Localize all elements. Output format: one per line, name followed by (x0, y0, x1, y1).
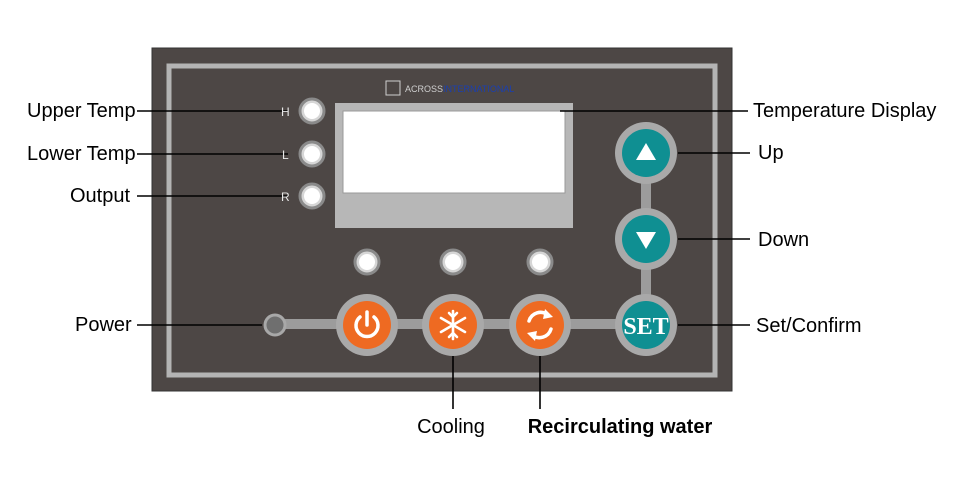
recirculate-button-face[interactable] (516, 301, 564, 349)
lower-temp-label: Lower Temp (27, 143, 136, 165)
status-led-1-glow (359, 254, 375, 270)
indicator-output: R (281, 182, 326, 210)
temperature-display-screen (342, 110, 566, 194)
upper-temp-led-glow (304, 103, 320, 119)
set-button-label: SET (623, 314, 668, 340)
recirculate-arrow-1 (543, 309, 553, 319)
indicator-letter-l: L (282, 148, 289, 162)
status-led-2-glow (445, 254, 461, 270)
cooling-label: Cooling (417, 416, 485, 438)
indicator-upper-temp: H (281, 97, 326, 125)
upper-temp-label: Upper Temp (27, 100, 136, 122)
output-led-glow (304, 188, 320, 204)
power-icon (354, 310, 380, 339)
output-label: Output (70, 185, 130, 207)
brand-part1: ACROSS (405, 84, 443, 94)
recirculate-arrow-2 (527, 331, 537, 341)
panel-inner-border (166, 63, 718, 378)
power-button[interactable] (336, 294, 398, 356)
indicator-lower-temp: L (282, 140, 326, 168)
down-button[interactable] (615, 208, 677, 270)
status-leds (353, 248, 554, 276)
cooling-button[interactable] (422, 294, 484, 356)
lower-temp-led-glow (304, 146, 320, 162)
snowflake-icon (439, 309, 467, 341)
power-label: Power (75, 314, 132, 336)
recirculate-button[interactable] (509, 294, 571, 356)
set-button-face[interactable] (622, 301, 670, 349)
down-label: Down (758, 229, 809, 251)
status-led-3-glow (532, 254, 548, 270)
indicator-letter-h: H (281, 105, 290, 119)
power-indicator (263, 313, 287, 337)
snowflake-arm-3 (439, 316, 467, 334)
indicator-letter-r: R (281, 190, 290, 204)
power-icon-arc (354, 315, 380, 339)
up-label: Up (758, 142, 784, 164)
set-confirm-label: Set/Confirm (756, 315, 862, 337)
brand-logo: ACROSS INTERNATIONAL (385, 80, 514, 96)
brand-part2: INTERNATIONAL (443, 84, 514, 94)
callout-lines (137, 110, 750, 409)
brand-logo-icon (385, 80, 401, 96)
up-button[interactable] (615, 122, 677, 184)
temperature-display-label: Temperature Display (753, 100, 936, 122)
set-button[interactable]: SET (615, 294, 677, 356)
snowflake-tip-2 (447, 331, 459, 339)
recirculating-water-label: Recirculating water (528, 416, 713, 438)
triangle-down-icon (636, 232, 656, 249)
snowflake-tip-1 (447, 311, 459, 319)
triangle-up-icon (636, 143, 656, 160)
